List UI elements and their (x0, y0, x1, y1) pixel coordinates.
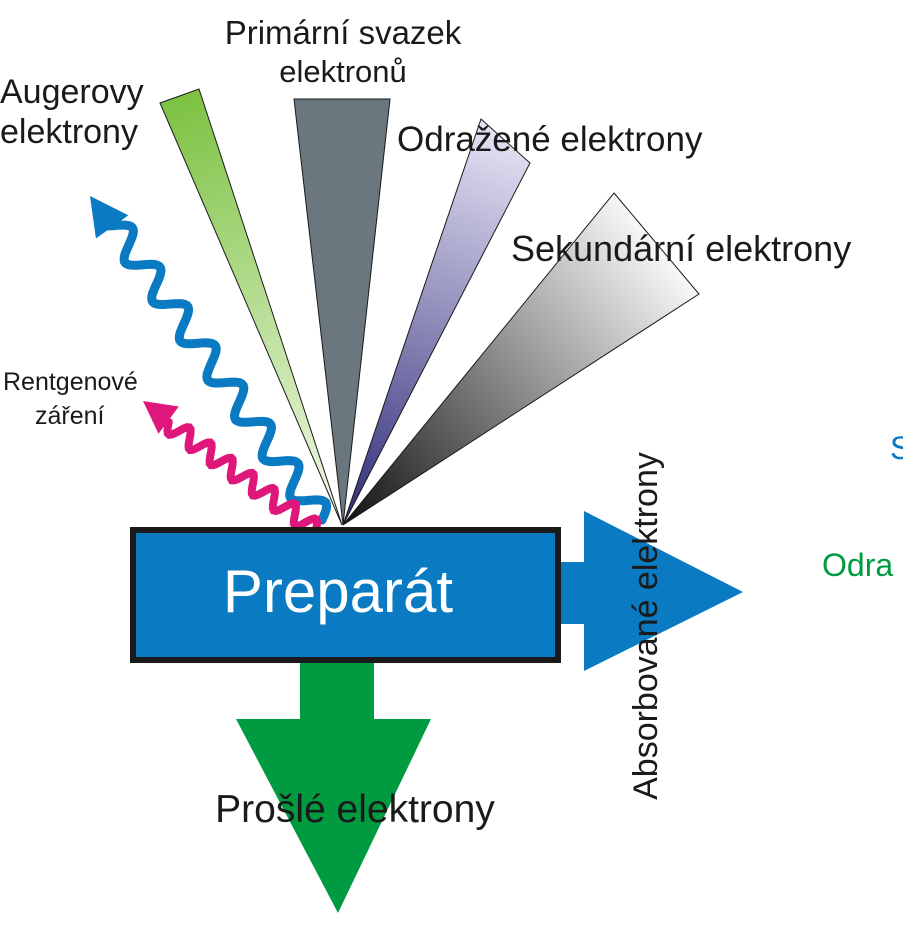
auger-label-line1: Augerovy (0, 73, 144, 111)
cropped-green-label: Odra (822, 547, 893, 583)
transmitted-label: Prošlé elektrony (215, 788, 495, 831)
xray-wave-blue (98, 220, 332, 525)
specimen-label: Preparát (223, 558, 453, 625)
specimen-box (130, 527, 561, 663)
secondary-label: Sekundární elektrony (511, 228, 851, 269)
primary-beam-label-line2: elektronů (279, 54, 407, 89)
backscattered-electrons-wedge (342, 118, 531, 526)
xray-wave-magenta-arrowhead (143, 401, 179, 434)
backscattered-label: Odražené elektrony (397, 120, 703, 159)
primary-beam-wedge (293, 98, 391, 526)
absorbed-label: Absorbované elektrony (627, 452, 665, 800)
absorbed-electrons-arrow (556, 511, 743, 671)
xray-wave-blue-arrowhead (90, 196, 129, 239)
cropped-blue-label: S (890, 430, 903, 466)
auger-electrons-wedge (159, 88, 343, 526)
auger-label-line2: elektrony (0, 113, 138, 151)
xray-label-line2: záření (35, 402, 105, 430)
xray-label-line1: Rentgenové (3, 368, 138, 396)
transmitted-electrons-arrow (236, 658, 431, 913)
secondary-electrons-wedge (342, 192, 700, 526)
xray-wave-magenta (163, 417, 322, 534)
primary-beam-label-line1: Primární svazek (225, 14, 462, 51)
